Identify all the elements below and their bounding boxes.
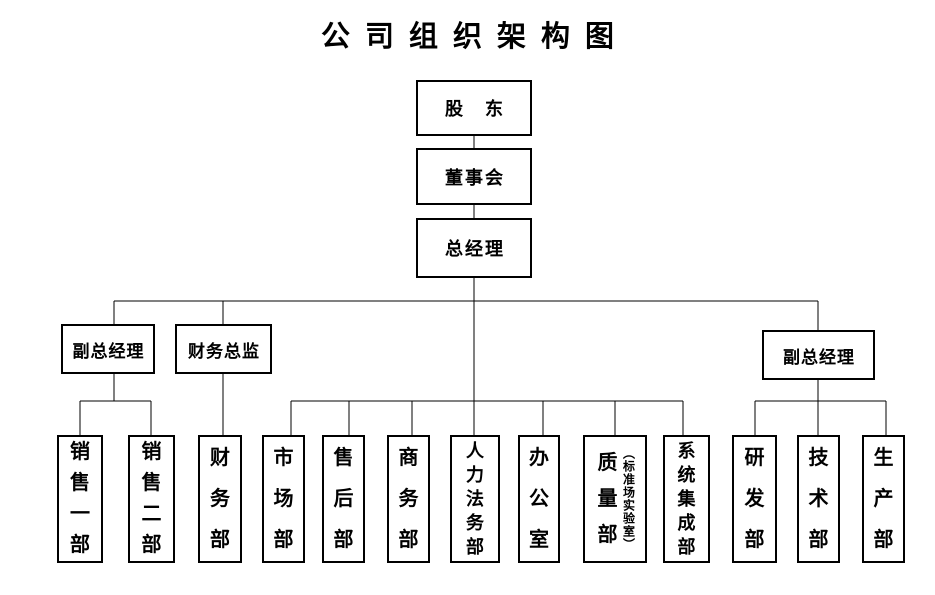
org-node-production-dept-label: 生产部	[873, 446, 894, 551]
org-node-vice-gm-left-label: 副总经理	[72, 341, 145, 361]
org-node-finance-dept: 财务部	[198, 435, 242, 563]
org-node-hr-legal-dept: 人力法务部	[450, 435, 500, 563]
org-node-quality-dept: 质量部 （标准场实验室）	[583, 435, 647, 563]
org-node-marketing-dept-label: 市场部	[273, 446, 294, 551]
org-node-quality-dept-content: 质量部 （标准场实验室）	[595, 445, 636, 553]
org-node-technology-dept-label: 技术部	[808, 446, 829, 551]
org-node-hr-legal-dept-label: 人力法务部	[465, 441, 484, 557]
org-node-finance-director-label: 财务总监	[188, 341, 260, 361]
org-node-general-manager: 总经理	[416, 218, 532, 278]
org-node-after-sales-dept: 售后部	[322, 435, 365, 563]
org-node-finance-dept-label: 财务部	[210, 446, 230, 551]
org-node-sales-dept-1: 销售一部	[57, 435, 103, 563]
org-node-sales-dept-2: 销售二部	[128, 435, 175, 563]
org-node-board-of-directors-label: 董事会	[445, 167, 505, 188]
org-node-quality-dept-label: 质量部	[597, 452, 618, 546]
org-node-office: 办公室	[518, 435, 560, 563]
org-node-quality-dept-annotation: （标准场实验室）	[621, 447, 636, 551]
org-node-vice-gm-left: 副总经理	[61, 324, 155, 374]
org-node-marketing-dept: 市场部	[262, 435, 305, 563]
org-node-finance-director: 财务总监	[175, 324, 272, 374]
org-node-shareholders-label: 股 东	[445, 99, 505, 119]
org-node-commerce-dept-label: 商务部	[398, 446, 419, 551]
org-node-board-of-directors: 董事会	[416, 148, 532, 205]
org-node-sales-dept-1-label: 销售一部	[70, 441, 90, 556]
org-node-commerce-dept: 商务部	[387, 435, 430, 563]
org-node-rd-dept-label: 研发部	[744, 446, 765, 551]
org-node-rd-dept: 研发部	[732, 435, 777, 563]
org-node-after-sales-dept-label: 售后部	[333, 446, 354, 551]
org-node-system-integration-dept: 系统集成部	[663, 435, 710, 563]
org-node-system-integration-dept-label: 系统集成部	[677, 441, 696, 557]
org-node-vice-gm-right: 副总经理	[762, 330, 875, 380]
org-node-office-label: 办公室	[529, 446, 549, 551]
org-node-production-dept: 生产部	[862, 435, 905, 563]
org-node-vice-gm-right-label: 副总经理	[783, 347, 855, 367]
page-title: 公司组织架构图	[320, 21, 629, 53]
org-node-sales-dept-2-label: 销售二部	[141, 441, 162, 556]
org-node-shareholders: 股 东	[416, 80, 532, 136]
org-node-general-manager-label: 总经理	[445, 239, 505, 259]
org-node-technology-dept: 技术部	[797, 435, 840, 563]
